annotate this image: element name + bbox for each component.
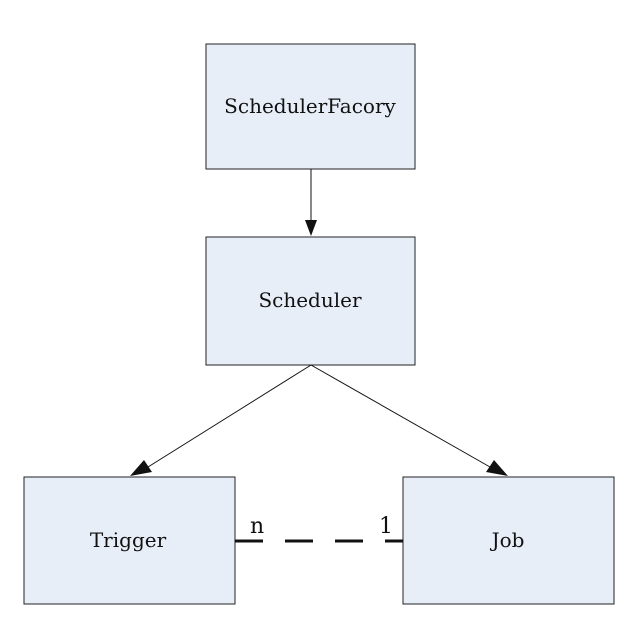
node-scheduler-factory-box	[205, 43, 416, 170]
edge-scheduler-to-trigger	[130, 364, 312, 476]
edge-factory-to-scheduler-arrowhead	[305, 220, 317, 236]
node-scheduler-factory-label: SchedulerFacory	[224, 94, 396, 118]
node-job-box	[402, 476, 615, 605]
node-scheduler-label: Scheduler	[258, 288, 362, 312]
edge-scheduler-to-job-arrowhead	[486, 460, 508, 476]
node-scheduler: Scheduler	[205, 236, 416, 366]
node-job: Job	[402, 476, 615, 605]
edge-scheduler-to-trigger-line	[147, 364, 312, 468]
node-trigger-box	[23, 476, 236, 605]
node-job-label: Job	[490, 528, 525, 552]
edge-scheduler-to-job	[310, 364, 508, 476]
edge-scheduler-to-job-line	[310, 364, 491, 468]
association-trigger-job: n 1	[235, 514, 403, 543]
node-scheduler-factory: SchedulerFacory	[205, 43, 416, 170]
edge-scheduler-to-trigger-arrowhead	[130, 460, 152, 476]
node-trigger: Trigger	[23, 476, 236, 605]
node-trigger-label: Trigger	[90, 528, 167, 552]
association-job-multiplicity: 1	[379, 514, 393, 539]
node-scheduler-box	[205, 236, 416, 366]
edge-factory-to-scheduler	[305, 169, 317, 236]
association-trigger-multiplicity: n	[250, 514, 264, 539]
